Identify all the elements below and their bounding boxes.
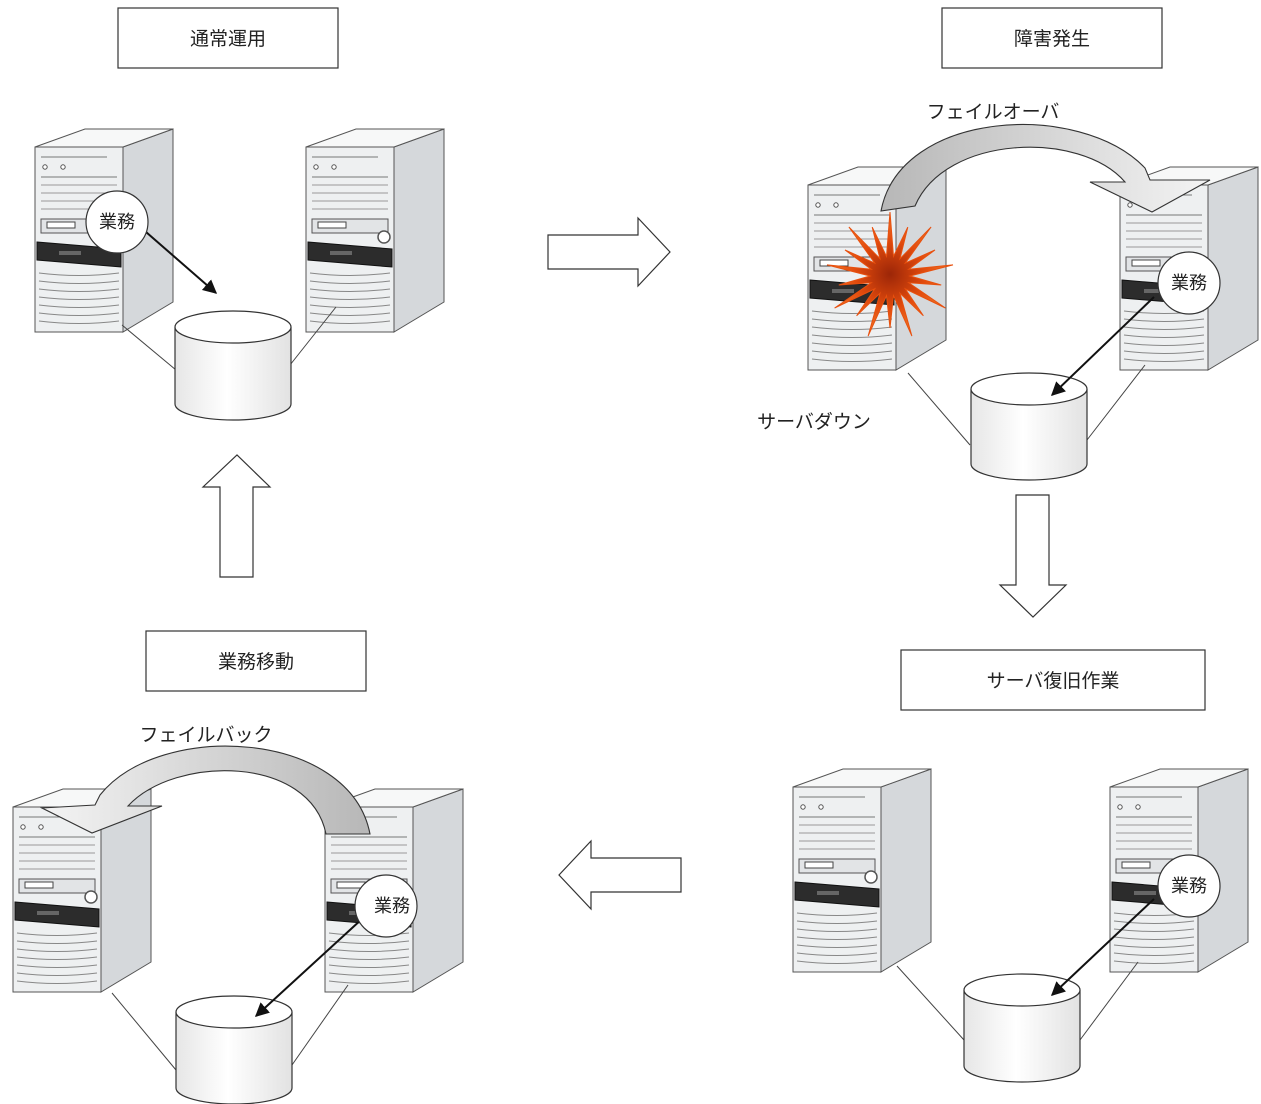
shared-disk-icon: [175, 995, 293, 1104]
block-arrow-down: [998, 494, 1068, 618]
access-arrow: [1050, 296, 1155, 396]
block-arrow-up: [201, 454, 272, 578]
block-arrow-left: [558, 839, 682, 911]
server-icon: [1109, 768, 1249, 973]
task-bubble: 業務: [354, 874, 418, 938]
title-failure: 障害発生: [1014, 28, 1090, 50]
panel-failure: フェイルオーバ サーバダウン 業務: [757, 101, 1221, 481]
shared-disk-icon: [970, 372, 1088, 481]
failover-label: フェイルオーバ: [927, 101, 1060, 123]
server-icon: [792, 768, 932, 973]
panel-migration: フェイルバック 業務: [39, 724, 418, 1104]
title-normal-operation: 通常運用: [190, 28, 266, 50]
failback-label: フェイルバック: [139, 724, 272, 746]
task-bubble: 業務: [1157, 251, 1221, 315]
failover-curved-arrow: [880, 124, 1211, 213]
panel-recovery: 業務: [896, 854, 1221, 1083]
shared-disk-icon: [174, 310, 292, 421]
title-box-recovery: サーバ復旧作業: [900, 649, 1206, 711]
title-box-normal-operation: 通常運用: [117, 7, 339, 69]
task-bubble: 業務: [1157, 854, 1221, 918]
title-box-migration: 業務移動: [145, 630, 367, 692]
failback-curved-arrow: [39, 745, 371, 835]
task-label: 業務: [374, 896, 410, 917]
title-box-failure: 障害発生: [941, 7, 1163, 69]
block-arrow-right: [547, 216, 671, 288]
server-icon: [305, 128, 445, 333]
server-icon: [12, 788, 152, 993]
access-arrow: [254, 917, 364, 1017]
task-label: 業務: [1171, 876, 1207, 897]
access-arrow: [1050, 898, 1155, 996]
title-recovery: サーバ復旧作業: [987, 670, 1120, 692]
task-bubble: 業務: [85, 190, 149, 254]
shared-disk-icon: [963, 973, 1081, 1083]
server-down-label: サーバダウン: [757, 411, 871, 433]
task-label: 業務: [99, 212, 135, 233]
panel-normal-operation: 業務: [85, 190, 337, 421]
access-arrow: [145, 231, 218, 294]
title-migration: 業務移動: [218, 651, 294, 673]
task-label: 業務: [1171, 273, 1207, 294]
explosion-icon: [826, 211, 954, 337]
